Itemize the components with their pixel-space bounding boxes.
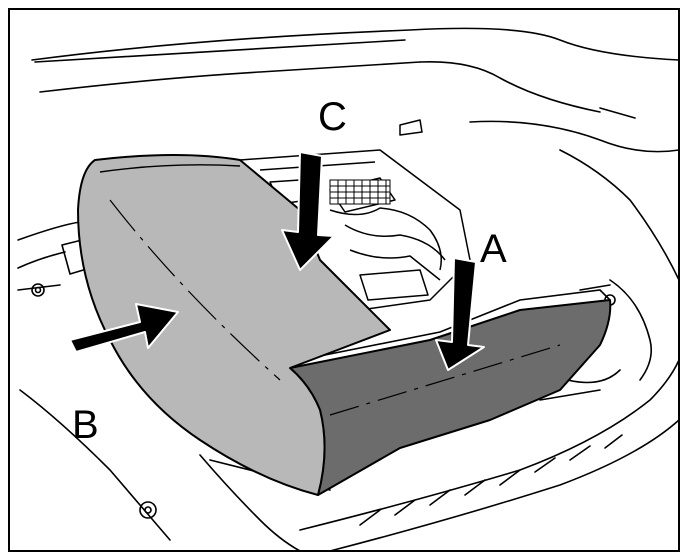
arrow-c [281, 151, 335, 271]
arrow-b [69, 303, 179, 353]
callout-c: C [318, 95, 347, 139]
arrow-a [435, 257, 485, 371]
deck-board-fold-line [99, 164, 241, 173]
junction-block-grid [329, 179, 391, 205]
trunk-body-outline [17, 27, 680, 552]
callout-b: B [72, 403, 99, 447]
deck-board-centerline [109, 199, 281, 381]
rear-cover-centerline [329, 344, 561, 416]
callout-a: A [480, 227, 507, 271]
